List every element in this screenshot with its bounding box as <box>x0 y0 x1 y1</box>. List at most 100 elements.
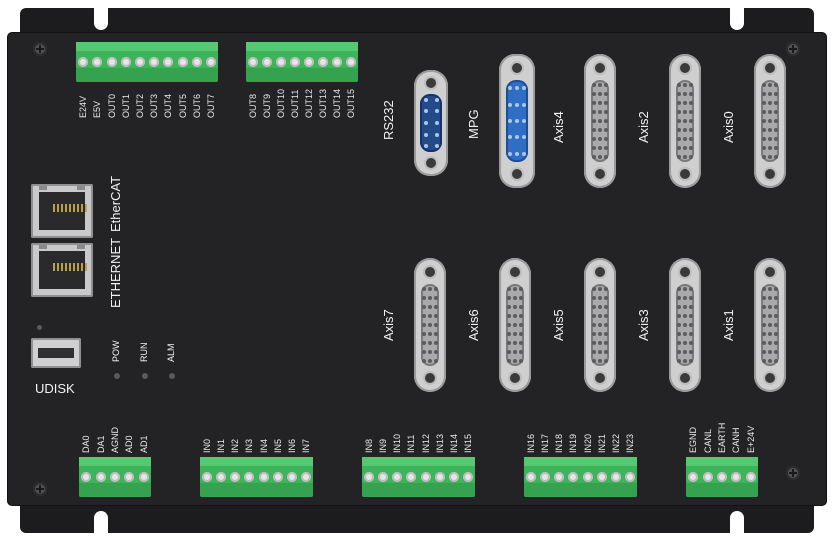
connector-pin <box>592 341 596 346</box>
terminal-screw-icon[interactable] <box>702 472 713 482</box>
terminal-screw-icon[interactable] <box>216 472 227 482</box>
terminal-block-outputs-0-7[interactable] <box>76 42 218 82</box>
rs232-db9-connector[interactable] <box>414 70 448 176</box>
terminal-screw-icon[interactable] <box>276 57 286 67</box>
terminal-screw-icon[interactable] <box>110 472 120 482</box>
terminal-screw-icon[interactable] <box>745 472 756 482</box>
terminal-block-inputs-0-7[interactable] <box>200 457 313 497</box>
connector-pin <box>762 119 766 123</box>
terminal-screw-icon[interactable] <box>244 472 255 482</box>
terminal-screw-icon[interactable] <box>81 472 92 482</box>
axis5-connector[interactable] <box>584 258 616 392</box>
mpg-connector[interactable] <box>499 54 535 188</box>
connector-pin <box>604 286 608 291</box>
axis3-connector[interactable] <box>669 258 701 392</box>
connector-pin <box>423 144 428 149</box>
terminal-block-outputs-8-15[interactable] <box>246 42 358 82</box>
connector-pin <box>522 102 527 107</box>
terminal-screw-icon[interactable] <box>95 472 106 482</box>
terminal-screw-icon[interactable] <box>596 472 607 482</box>
terminal-screw-icon[interactable] <box>149 57 160 67</box>
connector-pin <box>428 295 432 300</box>
terminal-pin-label: IN0 <box>202 438 213 453</box>
terminal-screw-icon[interactable] <box>346 57 356 67</box>
axis1-connector[interactable] <box>754 258 786 392</box>
terminal-screw-icon[interactable] <box>202 472 213 482</box>
udisk-usb-port[interactable] <box>31 338 81 368</box>
terminal-screw-icon[interactable] <box>568 472 579 482</box>
terminal-screw-icon[interactable] <box>191 57 202 67</box>
terminal-screw-icon[interactable] <box>462 472 473 482</box>
terminal-screw-icon[interactable] <box>304 57 314 67</box>
terminal-screw-icon[interactable] <box>230 472 241 482</box>
terminal-pin-label: OUT10 <box>276 88 286 118</box>
terminal-screw-icon[interactable] <box>138 472 149 482</box>
terminal-screw-icon[interactable] <box>420 472 431 482</box>
axis0-connector[interactable] <box>754 54 786 188</box>
axis7-connector[interactable] <box>414 258 446 392</box>
terminal-screw-icon[interactable] <box>290 57 300 67</box>
terminal-screw-icon[interactable] <box>624 472 635 482</box>
terminal-screw-icon[interactable] <box>434 472 445 482</box>
terminal-screw-icon[interactable] <box>205 57 216 67</box>
terminal-pin-label: CANH <box>731 427 742 453</box>
terminal-pin-label: OUT6 <box>191 93 202 118</box>
connector-pin <box>507 313 511 318</box>
connector-pin <box>598 313 602 318</box>
terminal-screw-icon[interactable] <box>262 57 272 67</box>
terminal-block-inputs-16-23[interactable] <box>524 457 637 497</box>
terminal-screw-icon[interactable] <box>526 472 537 482</box>
connector-pin <box>434 313 438 318</box>
terminal-screw-icon[interactable] <box>448 472 459 482</box>
alm-led-label: ALM <box>166 343 176 362</box>
terminal-screw-icon[interactable] <box>258 472 269 482</box>
terminal-screw-icon[interactable] <box>688 472 699 482</box>
terminal-screw-icon[interactable] <box>120 57 131 67</box>
terminal-screw-icon[interactable] <box>406 472 417 482</box>
terminal-screw-icon[interactable] <box>392 472 403 482</box>
terminal-block-analog[interactable] <box>79 457 151 497</box>
terminal-screw-icon[interactable] <box>610 472 621 482</box>
axis6-connector[interactable] <box>499 258 531 392</box>
terminal-screw-icon[interactable] <box>554 472 565 482</box>
axis2-connector[interactable] <box>669 54 701 188</box>
connector-pin <box>428 323 432 327</box>
connector-pin <box>604 295 608 300</box>
terminal-screw-icon[interactable] <box>378 472 389 482</box>
terminal-block-inputs-8-15[interactable] <box>362 457 475 497</box>
terminal-screw-icon[interactable] <box>92 57 103 67</box>
terminal-pin-label: OUT11 <box>290 89 300 118</box>
terminal-screw-icon[interactable] <box>248 57 258 67</box>
connector-pin <box>513 341 517 346</box>
terminal-screw-icon[interactable] <box>124 472 135 482</box>
connector-pin <box>423 132 428 137</box>
ethernet-port[interactable] <box>31 243 93 297</box>
terminal-screw-icon[interactable] <box>272 472 283 482</box>
connector-pin <box>598 82 602 87</box>
terminal-screw-icon[interactable] <box>332 57 342 67</box>
terminal-block-can[interactable] <box>686 457 758 497</box>
terminal-screw-icon[interactable] <box>540 472 551 482</box>
terminal-screw-icon[interactable] <box>177 57 188 67</box>
axis4-connector[interactable] <box>584 54 616 188</box>
connector-pin <box>428 286 432 291</box>
mounting-slot <box>94 511 108 533</box>
connector-pin <box>762 100 766 105</box>
terminal-screw-icon[interactable] <box>134 57 145 67</box>
ethercat-port[interactable] <box>31 184 93 238</box>
terminal-screw-icon[interactable] <box>318 57 328 67</box>
connector-pin <box>774 146 778 151</box>
terminal-screw-icon[interactable] <box>582 472 593 482</box>
terminal-screw-icon[interactable] <box>106 57 117 67</box>
connector-pin <box>592 304 596 309</box>
terminal-pin-label: IN3 <box>244 438 255 453</box>
terminal-screw-icon[interactable] <box>286 472 297 482</box>
terminal-screw-icon[interactable] <box>300 472 311 482</box>
terminal-screw-icon[interactable] <box>731 472 742 482</box>
terminal-screw-icon[interactable] <box>364 472 375 482</box>
terminal-screw-icon[interactable] <box>717 472 727 482</box>
terminal-screw-icon[interactable] <box>163 57 174 67</box>
terminal-pin-label: IN21 <box>596 433 607 453</box>
terminal-screw-icon[interactable] <box>78 57 89 67</box>
panel-screw-icon <box>786 42 800 56</box>
